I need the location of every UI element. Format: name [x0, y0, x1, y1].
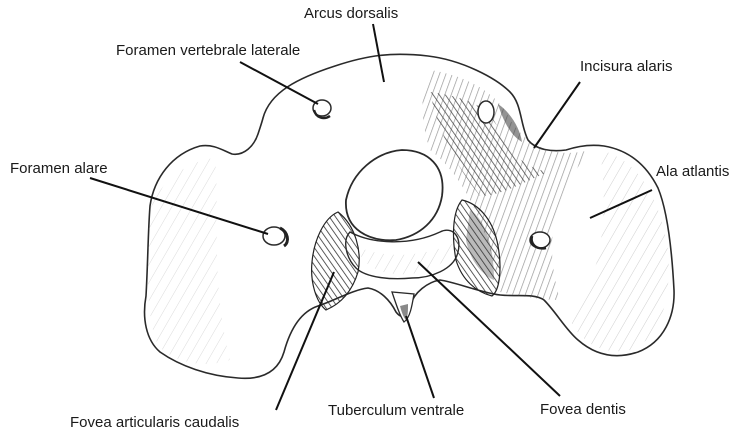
leader-incisura-alaris [534, 82, 580, 148]
label-arcus-dorsalis: Arcus dorsalis [304, 5, 398, 23]
label-fovea-dentis: Fovea dentis [540, 401, 626, 419]
incisura-alaris-hole [478, 101, 494, 123]
label-fovea-articularis-caudalis: Fovea articularis caudalis [70, 414, 239, 432]
leader-tuberculum-ventrale [406, 316, 434, 398]
label-incisura-alaris: Incisura alaris [580, 58, 673, 76]
label-tuberculum-ventrale: Tuberculum ventrale [328, 402, 464, 420]
label-foramen-vertebrale-laterale: Foramen vertebrale laterale [116, 42, 300, 60]
label-ala-atlantis: Ala atlantis [656, 163, 729, 181]
label-foramen-alare: Foramen alare [10, 160, 108, 178]
